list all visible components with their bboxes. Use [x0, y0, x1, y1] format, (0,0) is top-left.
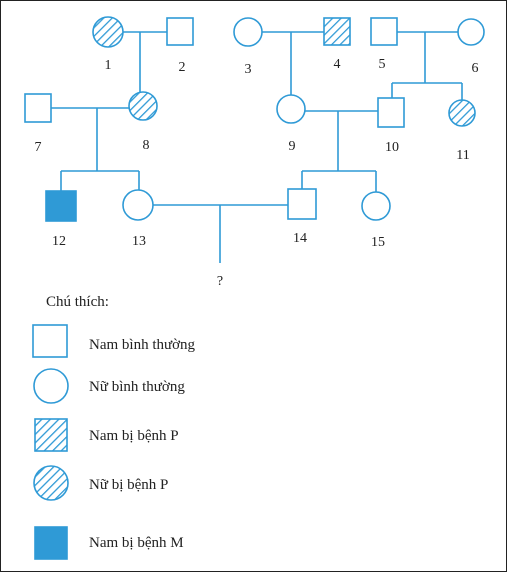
- individual-3: 3: [233, 17, 263, 77]
- individual-14-label: 14: [293, 231, 307, 246]
- individual-13-symbol: [122, 189, 154, 221]
- individual-7-label: 7: [35, 140, 42, 155]
- individual-8-label: 8: [143, 138, 150, 153]
- individual-3-label: 3: [245, 62, 252, 77]
- legend-label-affected-male-p: Nam bị bệnh P: [89, 428, 179, 444]
- legend-item-normal-female: Nữ bình thường: [33, 368, 185, 404]
- individual-9: 9: [276, 94, 306, 154]
- individual-7: 7: [24, 93, 52, 155]
- individual-9-symbol: [276, 94, 306, 124]
- legend-title: Chú thích:: [46, 294, 109, 310]
- legend-label-normal-female: Nữ bình thường: [89, 379, 185, 395]
- individual-15-label: 15: [371, 235, 385, 250]
- legend-label-affected-female-p: Nữ bị bệnh P: [89, 477, 168, 493]
- individual-15: 15: [361, 191, 391, 250]
- individual-8: 8: [128, 91, 158, 153]
- individual-5-label: 5: [379, 57, 386, 72]
- individual-1-label: 1: [105, 58, 112, 73]
- individual-2: 2: [166, 17, 194, 75]
- individual-5: 5: [370, 17, 398, 72]
- individual-7-symbol: [24, 93, 52, 123]
- individual-15-symbol: [361, 191, 391, 221]
- individual-12-symbol: [45, 190, 77, 222]
- individual-6-symbol: [457, 18, 485, 46]
- legend-symbol-affected-male-m: [34, 526, 68, 560]
- legend-symbol-normal-male: [32, 324, 68, 358]
- pedigree-individuals: 1 2 3 4 5 6 7 8: [24, 16, 485, 289]
- individual-14-symbol: [287, 188, 317, 220]
- individual-13: 13: [122, 189, 154, 249]
- individual-8-symbol: [128, 91, 158, 121]
- legend-symbol-affected-female-p: [33, 465, 69, 501]
- individual-9-label: 9: [289, 139, 296, 154]
- legend-item-affected-male-m: Nam bị bệnh M: [34, 526, 184, 560]
- unknown-child-label: ?: [217, 274, 223, 289]
- individual-6: 6: [457, 18, 485, 76]
- legend-label-affected-male-m: Nam bị bệnh M: [89, 535, 184, 551]
- individual-2-symbol: [166, 17, 194, 46]
- legend-item-normal-male: Nam bình thường: [32, 324, 196, 358]
- individual-11-label: 11: [456, 148, 469, 163]
- individual-4-symbol: [323, 17, 351, 46]
- legend-item-affected-male-p: Nam bị bệnh P: [34, 418, 179, 452]
- individual-13-label: 13: [132, 234, 146, 249]
- individual-10-label: 10: [385, 140, 399, 155]
- pedigree-lines: [51, 31, 463, 263]
- individual-4: 4: [323, 17, 351, 72]
- individual-5-symbol: [370, 17, 398, 46]
- individual-12: 12: [45, 190, 77, 249]
- individual-3-symbol: [233, 17, 263, 47]
- individual-12-label: 12: [52, 234, 66, 249]
- individual-1: 1: [92, 16, 124, 73]
- individual-4-label: 4: [334, 57, 341, 72]
- legend-item-affected-female-p: Nữ bị bệnh P: [33, 465, 168, 501]
- legend-symbol-normal-female: [33, 368, 69, 404]
- legend-label-normal-male: Nam bình thường: [89, 337, 196, 353]
- individual-10-symbol: [377, 97, 405, 128]
- individual-10: 10: [377, 97, 405, 155]
- individual-14: 14: [287, 188, 317, 246]
- legend-symbol-affected-male-p: [34, 418, 68, 452]
- individual-11: 11: [448, 99, 476, 163]
- individual-11-symbol: [448, 99, 476, 127]
- legend: Chú thích: Nam bình thường Nữ bình thườn…: [32, 294, 196, 560]
- individual-6-label: 6: [472, 61, 479, 76]
- individual-1-symbol: [92, 16, 124, 48]
- individual-2-label: 2: [179, 60, 186, 75]
